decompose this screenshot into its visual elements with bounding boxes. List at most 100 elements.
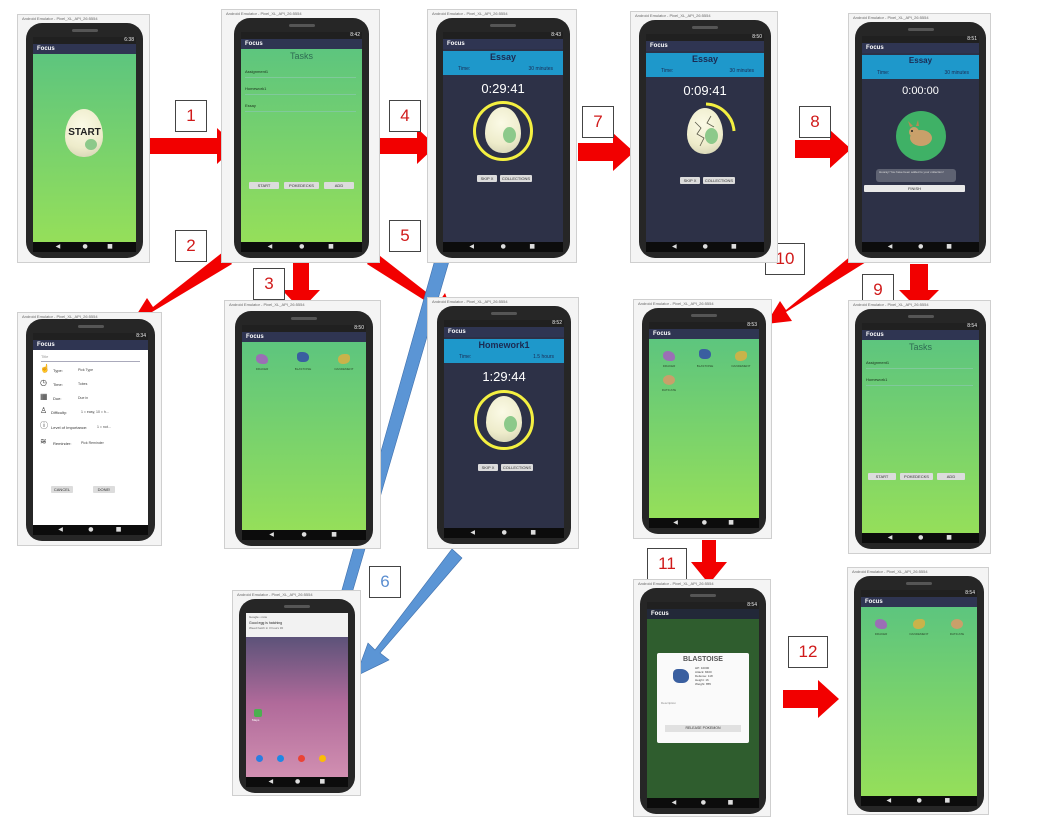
- pokemon-sprite-icon[interactable]: [699, 349, 711, 359]
- recent-apps-icon[interactable]: ■: [530, 529, 537, 536]
- phone-speaker: [71, 29, 98, 32]
- back-icon[interactable]: ◀: [55, 243, 61, 250]
- back-icon[interactable]: ◀: [886, 797, 892, 804]
- back-icon[interactable]: ◀: [673, 519, 678, 526]
- task-item[interactable]: Homework1: [245, 86, 356, 95]
- recent-apps-icon[interactable]: ■: [946, 243, 952, 250]
- recent-apps-icon[interactable]: ■: [107, 243, 113, 250]
- back-icon[interactable]: ◀: [58, 526, 63, 533]
- arrow-10: [766, 250, 866, 324]
- pokemon-sprite-icon[interactable]: [875, 619, 887, 629]
- messages-app-icon[interactable]: [277, 755, 284, 762]
- home-icon[interactable]: ●: [700, 799, 706, 806]
- toast: Hooray! You have been added to your coll…: [876, 169, 956, 182]
- pokemon-sprite-icon[interactable]: [913, 619, 925, 629]
- start-button[interactable]: START: [249, 182, 279, 189]
- task-item[interactable]: Assignment1: [245, 69, 356, 78]
- cancel-button[interactable]: CANCEL: [51, 486, 73, 493]
- gmail-app-icon[interactable]: [298, 755, 305, 762]
- home-icon[interactable]: ●: [702, 243, 708, 250]
- notification-card[interactable]: Google • now Good egg is hatching Weed h…: [246, 613, 348, 637]
- start-button[interactable]: START: [868, 473, 896, 480]
- pokedecks-button[interactable]: POKEDECKS: [284, 182, 319, 189]
- skip-button[interactable]: SKIP X: [680, 177, 700, 184]
- task-banner: Homework1 Time: 1.5 hours: [444, 339, 564, 363]
- screen-essay-hatching: Android Emulator - Pixel_XL_API_26:5554 …: [630, 11, 778, 263]
- phone-app-icon[interactable]: [256, 755, 263, 762]
- form-row-time[interactable]: ◷ Time: Tobes: [33, 379, 148, 391]
- recent-apps-icon[interactable]: ■: [529, 243, 536, 250]
- back-icon[interactable]: ◀: [887, 534, 893, 541]
- home-icon[interactable]: ●: [500, 243, 506, 250]
- skip-button[interactable]: SKIP X: [477, 175, 497, 182]
- recent-apps-icon[interactable]: ■: [319, 778, 326, 785]
- pokedecks-button[interactable]: POKEDECKS: [900, 473, 933, 480]
- home-icon[interactable]: ●: [301, 531, 307, 538]
- back-icon[interactable]: ◀: [269, 531, 274, 538]
- home-icon[interactable]: ●: [916, 797, 922, 804]
- home-icon[interactable]: ●: [88, 526, 94, 533]
- task-item[interactable]: Essay: [245, 103, 356, 112]
- time-value: 1.5 hours: [533, 354, 554, 360]
- back-icon[interactable]: ◀: [887, 243, 893, 250]
- collections-button[interactable]: COLLECTIONS: [500, 175, 532, 182]
- recent-apps-icon[interactable]: ■: [944, 797, 951, 804]
- form-row-reminder[interactable]: ≋ Reminder: Pick Reminder: [33, 438, 148, 450]
- back-icon[interactable]: ◀: [671, 799, 677, 806]
- back-icon[interactable]: ◀: [671, 243, 677, 250]
- recent-apps-icon[interactable]: ■: [331, 531, 337, 538]
- pokemon-sprite-icon[interactable]: [663, 375, 675, 385]
- pokemon-name: DANDEMENT: [334, 367, 354, 371]
- recent-apps-icon[interactable]: ■: [115, 526, 122, 533]
- pokemon-sprite-icon[interactable]: [297, 352, 309, 362]
- recent-apps-icon[interactable]: ■: [727, 799, 734, 806]
- home-icon[interactable]: ●: [294, 778, 301, 785]
- form-value: 1 = not...: [97, 425, 111, 429]
- recent-apps-icon[interactable]: ■: [946, 534, 952, 541]
- home-icon[interactable]: ●: [918, 243, 924, 250]
- pokemon-sprite-icon[interactable]: [735, 351, 747, 361]
- back-icon[interactable]: ◀: [267, 243, 273, 250]
- arrow-6b: [355, 548, 463, 677]
- screen-home-notification: Android Emulator - Pixel_XL_API_26:5554 …: [232, 590, 361, 796]
- collections-button[interactable]: COLLECTIONS: [703, 177, 735, 184]
- add-button[interactable]: ADD: [937, 473, 965, 480]
- collections-button[interactable]: COLLECTIONS: [501, 464, 533, 471]
- finish-button[interactable]: FINISH: [864, 185, 965, 192]
- form-row-importance[interactable]: ⓘ Level of Importance: 1 = not...: [33, 422, 148, 434]
- recent-apps-icon[interactable]: ■: [728, 519, 734, 526]
- chrome-app-icon[interactable]: [319, 755, 326, 762]
- title-input[interactable]: Title: [41, 354, 140, 362]
- home-icon[interactable]: ●: [701, 519, 708, 526]
- start-egg-button[interactable]: [65, 109, 103, 157]
- home-icon[interactable]: ●: [918, 534, 924, 541]
- phone-frame: 8:53 Focus DRAKER BLASTOISE DANDEMENT RA…: [642, 308, 766, 534]
- release-button[interactable]: RELEASE POKEMON: [665, 725, 741, 732]
- home-icon[interactable]: ●: [82, 243, 88, 250]
- add-button[interactable]: ADD: [324, 182, 354, 189]
- back-icon[interactable]: ◀: [268, 778, 274, 785]
- back-icon[interactable]: ◀: [470, 529, 476, 536]
- pokemon-sprite-icon[interactable]: [663, 351, 675, 361]
- skip-button[interactable]: SKIP X: [478, 464, 498, 471]
- pokemon-sprite-icon[interactable]: [338, 354, 350, 364]
- pokemon-sprite-icon[interactable]: [256, 354, 268, 364]
- task-item[interactable]: Homework1: [866, 377, 973, 386]
- form-row-due[interactable]: ▦ Due: Due in: [33, 393, 148, 405]
- done-button[interactable]: DONE!: [93, 486, 115, 493]
- pokemon-sprite-icon[interactable]: [951, 619, 963, 629]
- home-icon[interactable]: ●: [501, 529, 507, 536]
- form-row-type[interactable]: ☝ Type: Pick Type: [33, 365, 148, 377]
- phone-screen: 8:34 Focus Title ☝ Type: Pick Type ◷ Tim…: [33, 333, 148, 525]
- step-label-4: 4: [389, 100, 421, 132]
- status-time: 8:54: [747, 602, 757, 608]
- back-icon[interactable]: ◀: [469, 243, 475, 250]
- task-item[interactable]: Assignment1: [866, 360, 973, 369]
- recent-apps-icon[interactable]: ■: [328, 243, 334, 250]
- form-row-difficulty[interactable]: ♙ Difficulty: 1 = easy, 10 = h...: [33, 407, 148, 419]
- home-icon[interactable]: ●: [299, 243, 305, 250]
- recent-apps-icon[interactable]: ■: [730, 243, 737, 250]
- emulator-caption: Android Emulator - Pixel_XL_API_26:5554: [229, 302, 305, 307]
- status-time: 8:50: [354, 325, 364, 331]
- maps-icon[interactable]: [254, 709, 262, 717]
